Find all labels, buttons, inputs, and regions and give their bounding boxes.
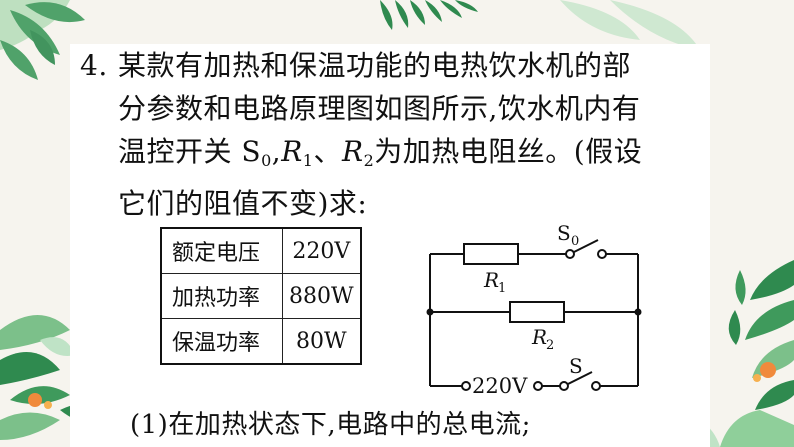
param-value: 220V: [281, 227, 362, 274]
switch-s0-blade: [573, 239, 599, 253]
param-value: 880W: [281, 273, 362, 319]
parameter-table: 额定电压 220V 加热功率 880W 保温功率 80W: [160, 227, 362, 365]
question-line-2: 分参数和电路原理图如图所示,饮水机内有: [118, 92, 641, 125]
flower-decoration-icon: [28, 393, 52, 409]
question-line-1: 某款有加热和保温功能的电热饮水机的部: [118, 49, 632, 82]
junction-dot: [634, 308, 642, 316]
source-terminal: [461, 381, 471, 391]
r2-subscript: 2: [546, 338, 554, 353]
s-label: S: [569, 354, 583, 378]
switch-s-contact: [591, 381, 601, 391]
param-value: 80W: [281, 318, 362, 365]
sub-question-1: (1)在加热状态下,电路中的总电流;: [130, 410, 531, 440]
s0-subscript: 0: [571, 234, 579, 249]
r2-label: R: [531, 325, 547, 349]
circuit-diagram: R 1 R 2 S 0 S 220V: [426, 222, 642, 398]
question-text: 4. 某款有加热和保温功能的电热饮水机的部 分参数和电路原理图如图所示,饮水机内有…: [80, 44, 690, 225]
table-row: 额定电压 220V: [160, 227, 362, 274]
switch-s-blade: [567, 371, 593, 385]
resistor-r2: [509, 301, 565, 323]
resistor-r1: [463, 243, 519, 265]
param-label: 加热功率: [160, 273, 283, 319]
table-row: 保温功率 80W: [160, 318, 362, 365]
table-row: 加热功率 880W: [160, 273, 362, 319]
switch-s-contact: [559, 381, 569, 391]
source-terminal: [533, 381, 543, 391]
param-label: 保温功率: [160, 318, 283, 365]
question-line-4: 它们的阻值不变)求:: [118, 187, 368, 220]
s0-label: S: [557, 222, 571, 245]
switch-s0-contact: [565, 249, 575, 259]
param-label: 额定电压: [160, 227, 283, 274]
question-line-3: 温控开关 S0,R1、R2为加热电阻丝。(假设: [118, 135, 643, 170]
r1-label: R: [483, 268, 499, 292]
r1-subscript: 1: [498, 281, 506, 296]
question-number: 4.: [80, 49, 108, 82]
switch-s0-contact: [597, 249, 607, 259]
junction-dot: [426, 308, 434, 316]
voltage-label: 220V: [472, 374, 528, 398]
